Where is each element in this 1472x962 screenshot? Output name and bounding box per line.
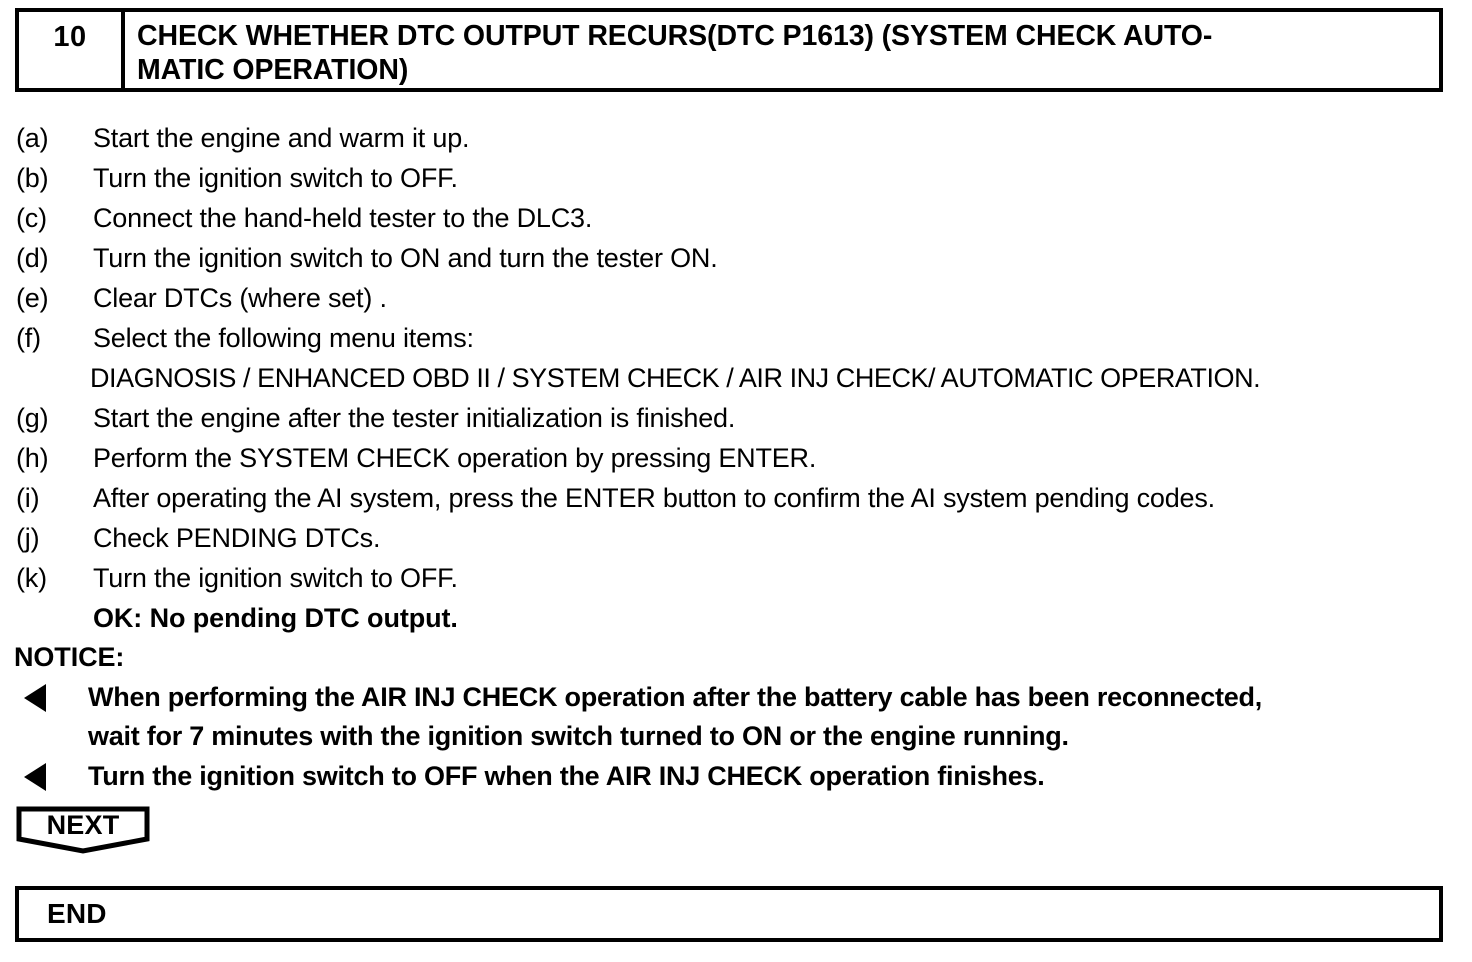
procedure-item-label: (e) (16, 283, 49, 313)
next-flag[interactable]: NEXT (16, 806, 150, 854)
step-title-cell: CHECK WHETHER DTC OUTPUT RECURS(DTC P161… (125, 12, 1439, 88)
procedure-item-label: (k) (16, 563, 47, 593)
procedure-item-label: (a) (16, 123, 49, 153)
procedure-item-i: (i) After operating the AI system, press… (0, 480, 1472, 520)
procedure-item-text: Start the engine after the tester initia… (93, 403, 736, 433)
procedure-item-j: (j) Check PENDING DTCs. (0, 520, 1472, 560)
procedure-item-label: (g) (16, 403, 49, 433)
procedure-item-text: Turn the ignition switch to ON and turn … (93, 243, 718, 273)
procedure-item-text: Perform the SYSTEM CHECK operation by pr… (93, 443, 817, 473)
next-flag-shape-icon (16, 806, 150, 854)
procedure-item-c: (c) Connect the hand-held tester to the … (0, 200, 1472, 240)
procedure-item-text: Connect the hand-held tester to the DLC3… (93, 203, 593, 233)
procedure-result-text: OK: No pending DTC output. (93, 603, 458, 633)
procedure-item-h: (h) Perform the SYSTEM CHECK operation b… (0, 440, 1472, 480)
procedure-item-label: (i) (16, 483, 40, 513)
procedure-item-label: (f) (16, 323, 41, 353)
procedure-item-k: (k) Turn the ignition switch to OFF. (0, 560, 1472, 600)
procedure-item-label: (h) (16, 443, 49, 473)
left-triangle-bullet-icon (24, 684, 46, 712)
procedure-item-f: (f) Select the following menu items: (0, 320, 1472, 360)
procedure-item-text: Select the following menu items: (93, 323, 474, 353)
procedure-menu-path-text: DIAGNOSIS / ENHANCED OBD II / SYSTEM CHE… (90, 363, 1261, 393)
procedure-item-label: (j) (16, 523, 40, 553)
step-number-cell: 10 (19, 12, 125, 88)
step-title: CHECK WHETHER DTC OUTPUT RECURS(DTC P161… (137, 20, 1213, 86)
step-header-box: 10 CHECK WHETHER DTC OUTPUT RECURS(DTC P… (15, 8, 1443, 92)
next-label: NEXT (46, 809, 120, 840)
procedure-item-text: Turn the ignition switch to OFF. (93, 163, 458, 193)
procedure-item-text: Start the engine and warm it up. (93, 123, 470, 153)
left-triangle-bullet-icon (24, 763, 46, 791)
procedure-item-text: Turn the ignition switch to OFF. (93, 563, 458, 593)
procedure-item-label: (b) (16, 163, 49, 193)
procedure-item-label: (d) (16, 243, 49, 273)
notice-item-text: When performing the AIR INJ CHECK operat… (88, 682, 1262, 751)
notice-heading: NOTICE: (14, 642, 125, 672)
procedure-item-text: Check PENDING DTCs. (93, 523, 381, 553)
procedure-item-text: Clear DTCs (where set) . (93, 283, 387, 313)
procedure-item-text: After operating the AI system, press the… (93, 483, 1215, 513)
procedure-result-ok: OK: No pending DTC output. (0, 600, 1472, 640)
procedure-list: (a) Start the engine and warm it up. (b)… (0, 120, 1472, 640)
step-number: 10 (53, 21, 87, 53)
end-box: END (15, 886, 1443, 942)
procedure-item-label: (c) (16, 203, 47, 233)
procedure-item-g: (g) Start the engine after the tester in… (0, 400, 1472, 440)
procedure-menu-path: DIAGNOSIS / ENHANCED OBD II / SYSTEM CHE… (0, 360, 1472, 400)
end-label: END (47, 898, 107, 929)
procedure-item-e: (e) Clear DTCs (where set) . (0, 280, 1472, 320)
procedure-item-a: (a) Start the engine and warm it up. (0, 120, 1472, 160)
procedure-item-d: (d) Turn the ignition switch to ON and t… (0, 240, 1472, 280)
procedure-item-b: (b) Turn the ignition switch to OFF. (0, 160, 1472, 200)
notice-item-text: Turn the ignition switch to OFF when the… (88, 761, 1045, 791)
